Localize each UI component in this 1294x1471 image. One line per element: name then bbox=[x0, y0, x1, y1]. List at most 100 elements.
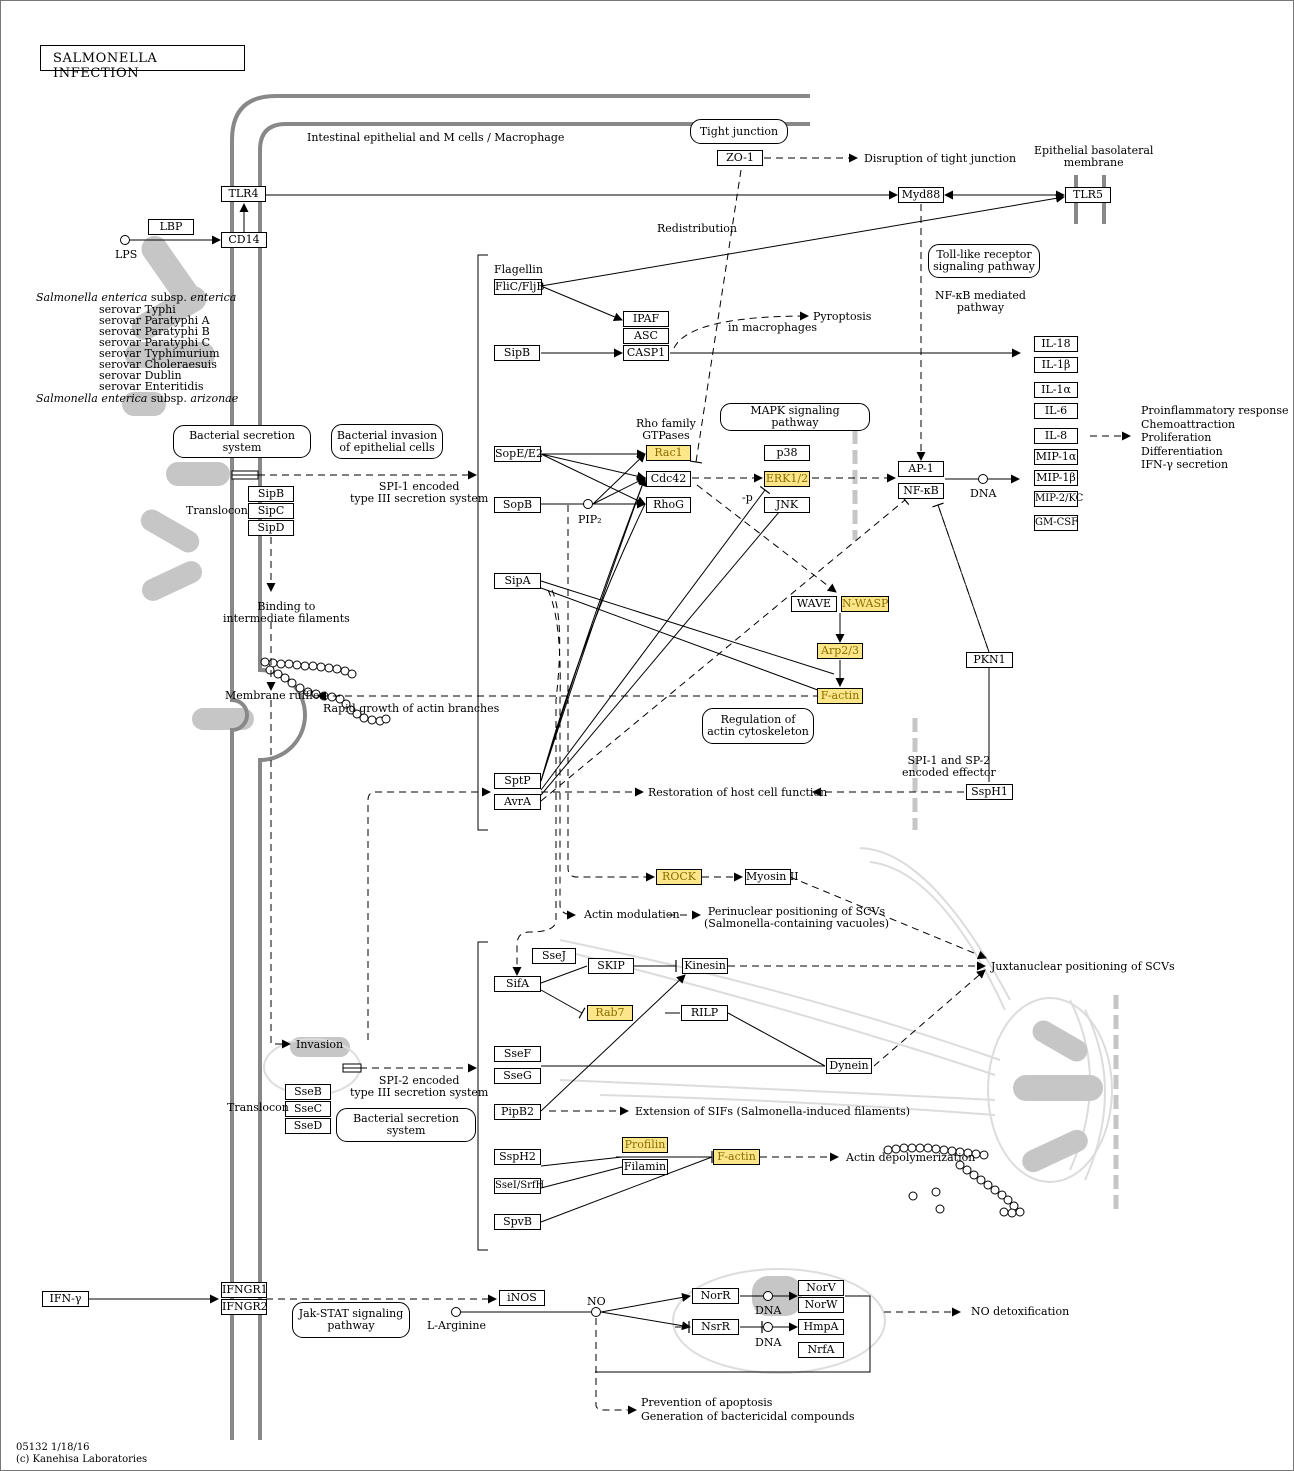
label-binding: Binding to intermediate filaments bbox=[223, 600, 350, 625]
node-erk12[interactable]: ERK1/2 bbox=[764, 471, 810, 487]
label-strain-enterica: Salmonella enterica subsp. enterica bbox=[36, 292, 236, 304]
node-rac1[interactable]: Rac1 bbox=[646, 445, 691, 461]
label-pip2: PIP₂ bbox=[578, 513, 602, 526]
node-sptp[interactable]: SptP bbox=[494, 773, 541, 789]
node-mip2kc[interactable]: MIP-2/KC bbox=[1034, 491, 1083, 507]
node-n-wasp[interactable]: N-WASP bbox=[841, 596, 889, 612]
node-ipaf[interactable]: IPAF bbox=[623, 311, 669, 327]
map-tight-junction[interactable]: Tight junction bbox=[690, 119, 788, 144]
label-in-macrophages: in macrophages bbox=[728, 321, 818, 334]
node-ssph1[interactable]: SspH1 bbox=[966, 784, 1013, 800]
node-ssef[interactable]: SseF bbox=[494, 1046, 541, 1062]
node-ssph2[interactable]: SspH2 bbox=[494, 1149, 541, 1165]
node-myosin-ii[interactable]: Myosin II bbox=[745, 869, 799, 885]
node-f-actin[interactable]: F-actin bbox=[817, 688, 863, 704]
node-il8[interactable]: IL-8 bbox=[1034, 428, 1078, 444]
map-jak-stat[interactable]: Jak-STAT signaling pathway bbox=[292, 1302, 410, 1338]
label-invasion: Invasion bbox=[296, 1038, 344, 1051]
node-il6[interactable]: IL-6 bbox=[1034, 403, 1078, 419]
node-mip1a[interactable]: MIP-1α bbox=[1034, 449, 1078, 465]
node-pipb2[interactable]: PipB2 bbox=[494, 1104, 541, 1120]
node-filamin[interactable]: Filamin bbox=[622, 1159, 668, 1175]
node-f-actin-2[interactable]: F-actin bbox=[713, 1149, 760, 1165]
label-disruption: Disruption of tight junction bbox=[864, 152, 1017, 165]
node-cdc42[interactable]: Cdc42 bbox=[646, 471, 691, 487]
map-regulation-actin[interactable]: Regulation of actin cytoskeleton bbox=[702, 708, 814, 744]
node-skip[interactable]: SKIP bbox=[588, 958, 634, 974]
node-profilin[interactable]: Profilin bbox=[622, 1137, 668, 1153]
node-gmcsf[interactable]: GM-CSF bbox=[1034, 515, 1078, 531]
node-zo1[interactable]: ZO-1 bbox=[717, 150, 763, 166]
node-lbp[interactable]: LBP bbox=[148, 219, 194, 235]
node-sipb[interactable]: SipB bbox=[248, 486, 294, 502]
node-kinesin[interactable]: Kinesin bbox=[682, 958, 728, 974]
node-sifa[interactable]: SifA bbox=[494, 976, 541, 992]
node-ifngr2[interactable]: IFNGR2 bbox=[221, 1299, 268, 1315]
actin-beads bbox=[260, 657, 1025, 1218]
node-wave[interactable]: WAVE bbox=[791, 596, 837, 612]
node-sopb[interactable]: SopB bbox=[494, 497, 541, 513]
node-sipb-top[interactable]: SipB bbox=[494, 345, 540, 361]
label-rho-family: Rho family GTPases bbox=[636, 417, 696, 442]
node-dynein[interactable]: Dynein bbox=[826, 1058, 872, 1074]
node-sipa[interactable]: SipA bbox=[494, 573, 541, 589]
label-inflammatory: Proinflammatory response Chemoattraction… bbox=[1141, 404, 1289, 471]
node-casp1[interactable]: CASP1 bbox=[623, 345, 669, 361]
node-ifngr1[interactable]: IFNGR1 bbox=[221, 1282, 268, 1298]
label-l-arginine: L-Arginine bbox=[427, 1319, 486, 1332]
node-sipc[interactable]: SipC bbox=[248, 503, 294, 519]
diagram-title: SALMONELLA INFECTION bbox=[40, 45, 245, 81]
node-il1a[interactable]: IL-1α bbox=[1034, 382, 1078, 398]
node-ssei-srfh[interactable]: SseI/SrfH bbox=[494, 1178, 544, 1194]
node-avra[interactable]: AvrA bbox=[494, 794, 541, 810]
label-spi1: SPI-1 encoded type III secretion system bbox=[350, 480, 489, 505]
node-norv[interactable]: NorV bbox=[798, 1280, 844, 1296]
node-myd88[interactable]: Myd88 bbox=[898, 187, 944, 203]
label-redistribution: Redistribution bbox=[657, 222, 737, 235]
node-il18[interactable]: IL-18 bbox=[1034, 336, 1078, 352]
node-rock[interactable]: ROCK bbox=[656, 869, 702, 885]
node-ssej[interactable]: SseJ bbox=[532, 948, 576, 964]
node-norr[interactable]: NorR bbox=[692, 1288, 739, 1304]
node-flic-fljb[interactable]: FliC/FljB bbox=[494, 279, 545, 295]
node-nrfa[interactable]: NrfA bbox=[798, 1342, 844, 1358]
node-inos[interactable]: iNOS bbox=[499, 1290, 545, 1306]
node-cd14[interactable]: CD14 bbox=[221, 232, 267, 248]
map-bacterial-invasion[interactable]: Bacterial invasion of epithelial cells bbox=[331, 424, 443, 459]
node-mip1b[interactable]: MIP-1β bbox=[1034, 470, 1078, 486]
map-toll-like-receptor[interactable]: Toll-like receptor signaling pathway bbox=[928, 244, 1040, 278]
node-sipd[interactable]: SipD bbox=[248, 520, 294, 536]
node-ap1[interactable]: AP-1 bbox=[898, 461, 944, 477]
node-il1b[interactable]: IL-1β bbox=[1034, 357, 1078, 373]
node-rilp[interactable]: RILP bbox=[681, 1005, 728, 1021]
node-jnk[interactable]: JNK bbox=[764, 497, 810, 513]
label-dna-2: DNA bbox=[755, 1304, 782, 1317]
node-p38[interactable]: p38 bbox=[764, 445, 810, 461]
node-spvb[interactable]: SpvB bbox=[494, 1214, 541, 1230]
node-hmpa[interactable]: HmpA bbox=[798, 1319, 844, 1335]
node-sope-e2[interactable]: SopE/E2 bbox=[494, 446, 543, 462]
label-dna-1: DNA bbox=[970, 487, 997, 500]
label-actin-depol: Actin depolymerization bbox=[846, 1151, 976, 1164]
subsp-name-2: arizonae bbox=[190, 392, 239, 405]
node-arp23[interactable]: Arp2/3 bbox=[817, 643, 863, 659]
node-norw[interactable]: NorW bbox=[798, 1297, 844, 1313]
node-asc[interactable]: ASC bbox=[623, 328, 669, 344]
cell-membrane bbox=[230, 94, 810, 1440]
node-nsrr[interactable]: NsrR bbox=[692, 1319, 739, 1335]
node-rab7[interactable]: Rab7 bbox=[587, 1005, 633, 1021]
node-tlr4[interactable]: TLR4 bbox=[221, 186, 266, 202]
map-bacterial-secretion-1[interactable]: Bacterial secretion system bbox=[173, 425, 311, 458]
node-pkn1[interactable]: PKN1 bbox=[966, 652, 1013, 668]
node-sseb[interactable]: SseB bbox=[285, 1084, 331, 1100]
node-ssed[interactable]: SseD bbox=[285, 1118, 331, 1134]
map-bacterial-secretion-2[interactable]: Bacterial secretion system bbox=[336, 1108, 476, 1142]
node-nfkb[interactable]: NF-κB bbox=[898, 483, 944, 499]
label-pyroptosis: Pyroptosis bbox=[813, 310, 872, 323]
map-mapk-signaling[interactable]: MAPK signaling pathway bbox=[720, 403, 870, 431]
node-tlr5[interactable]: TLR5 bbox=[1065, 187, 1111, 203]
node-ssec[interactable]: SseC bbox=[285, 1101, 331, 1117]
node-rhog[interactable]: RhoG bbox=[646, 497, 691, 513]
node-ifn-gamma[interactable]: IFN-γ bbox=[42, 1291, 89, 1307]
node-sseg[interactable]: SseG bbox=[494, 1068, 541, 1084]
